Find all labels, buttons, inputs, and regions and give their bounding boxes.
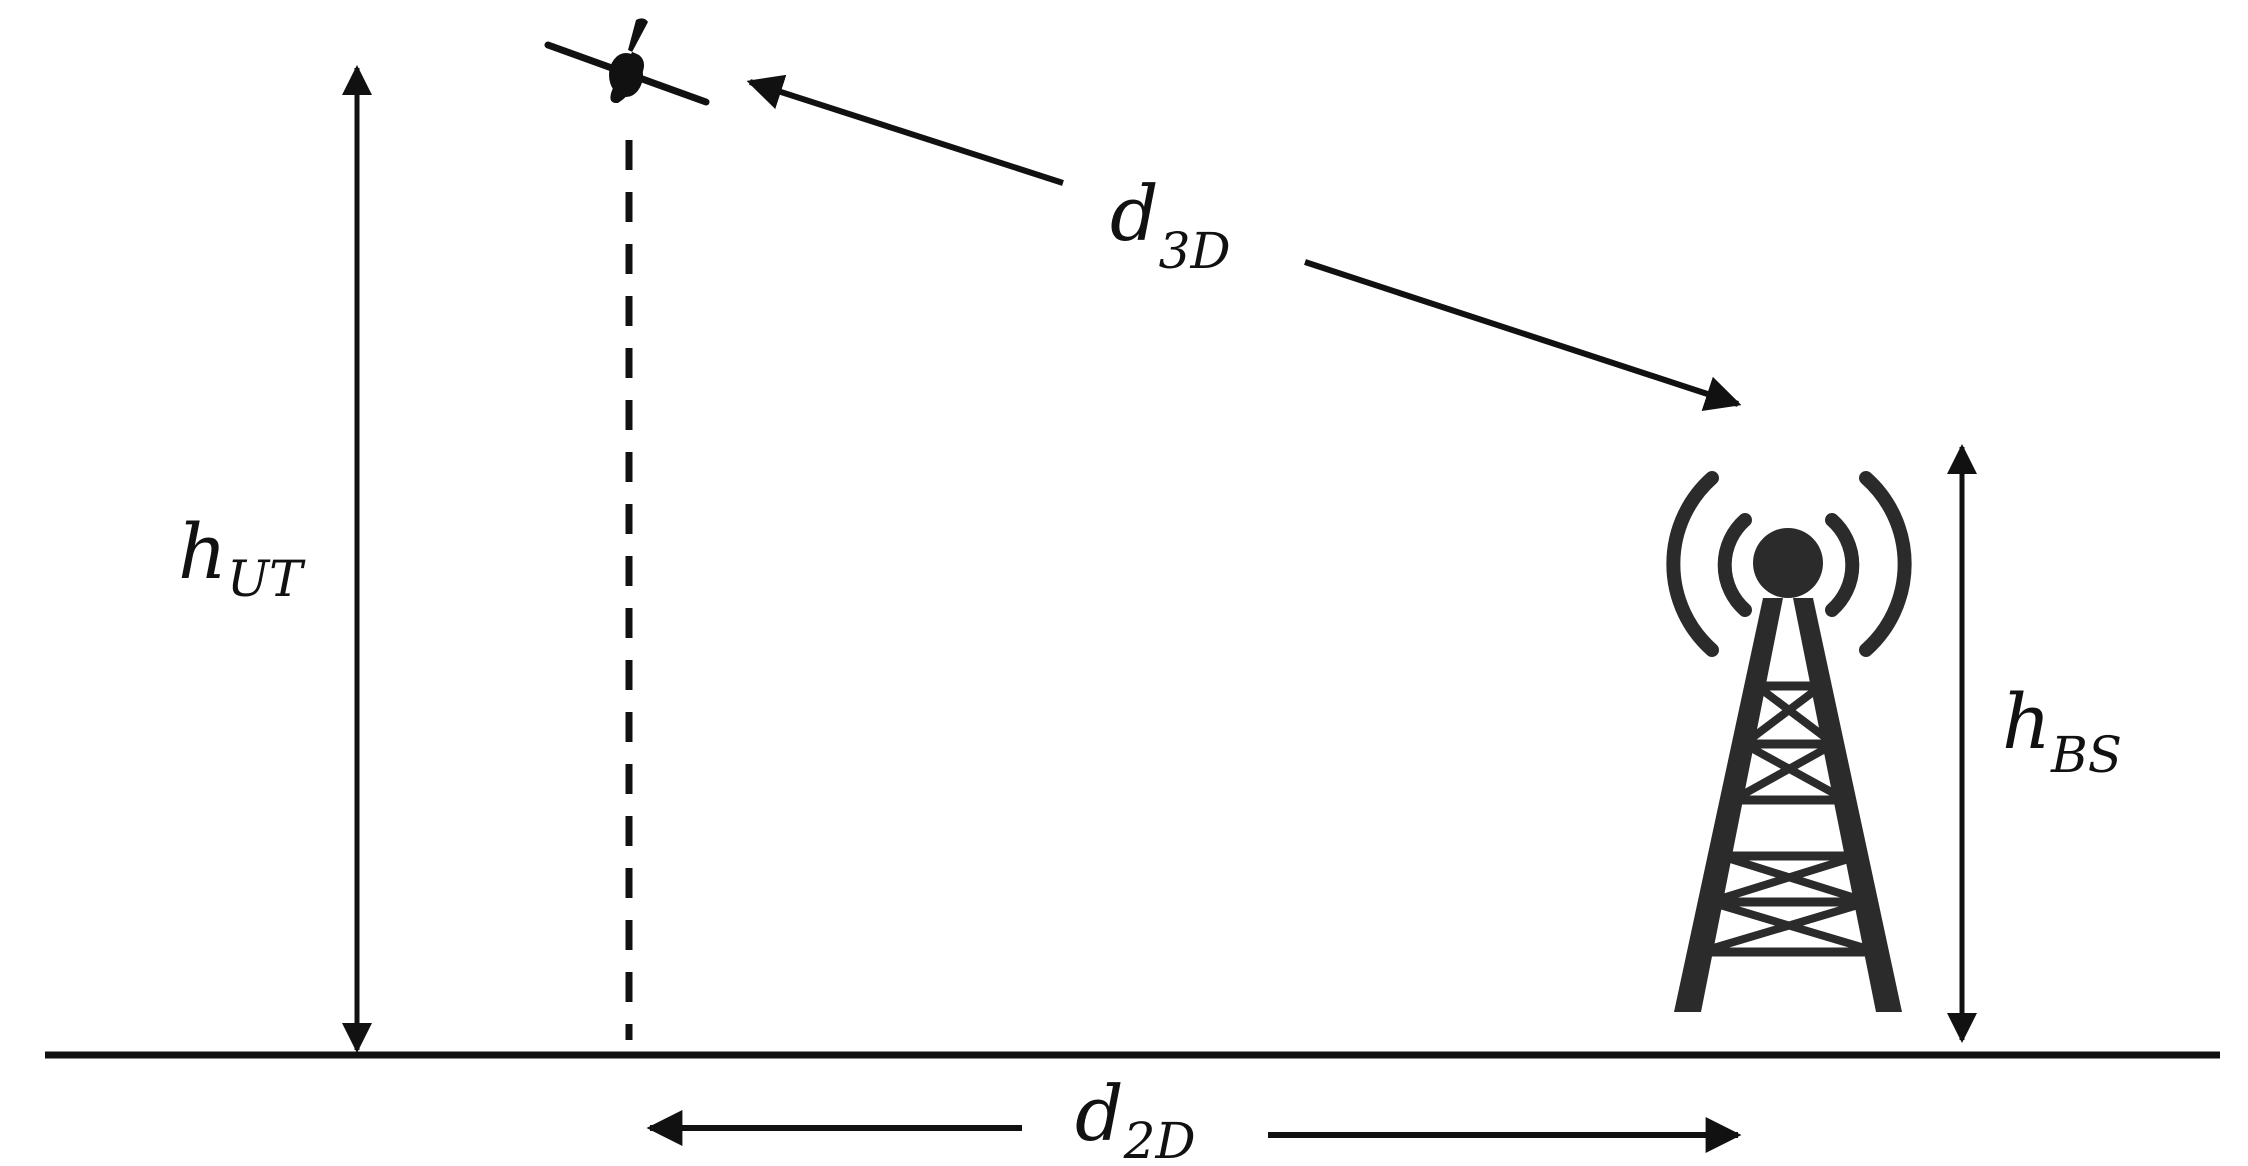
drone-icon (544, 18, 710, 106)
d-2d-label: d2D (1075, 1069, 1196, 1166)
d-3d-label: d3D (1110, 169, 1231, 280)
d-3d-arrow-lower (1304, 259, 1742, 412)
h-bs-label: hBS (2002, 677, 2122, 784)
h-ut-label: hUT (178, 507, 306, 608)
d-3d-arrow-upper (746, 74, 1064, 186)
cell-tower-icon (1666, 471, 1912, 1012)
